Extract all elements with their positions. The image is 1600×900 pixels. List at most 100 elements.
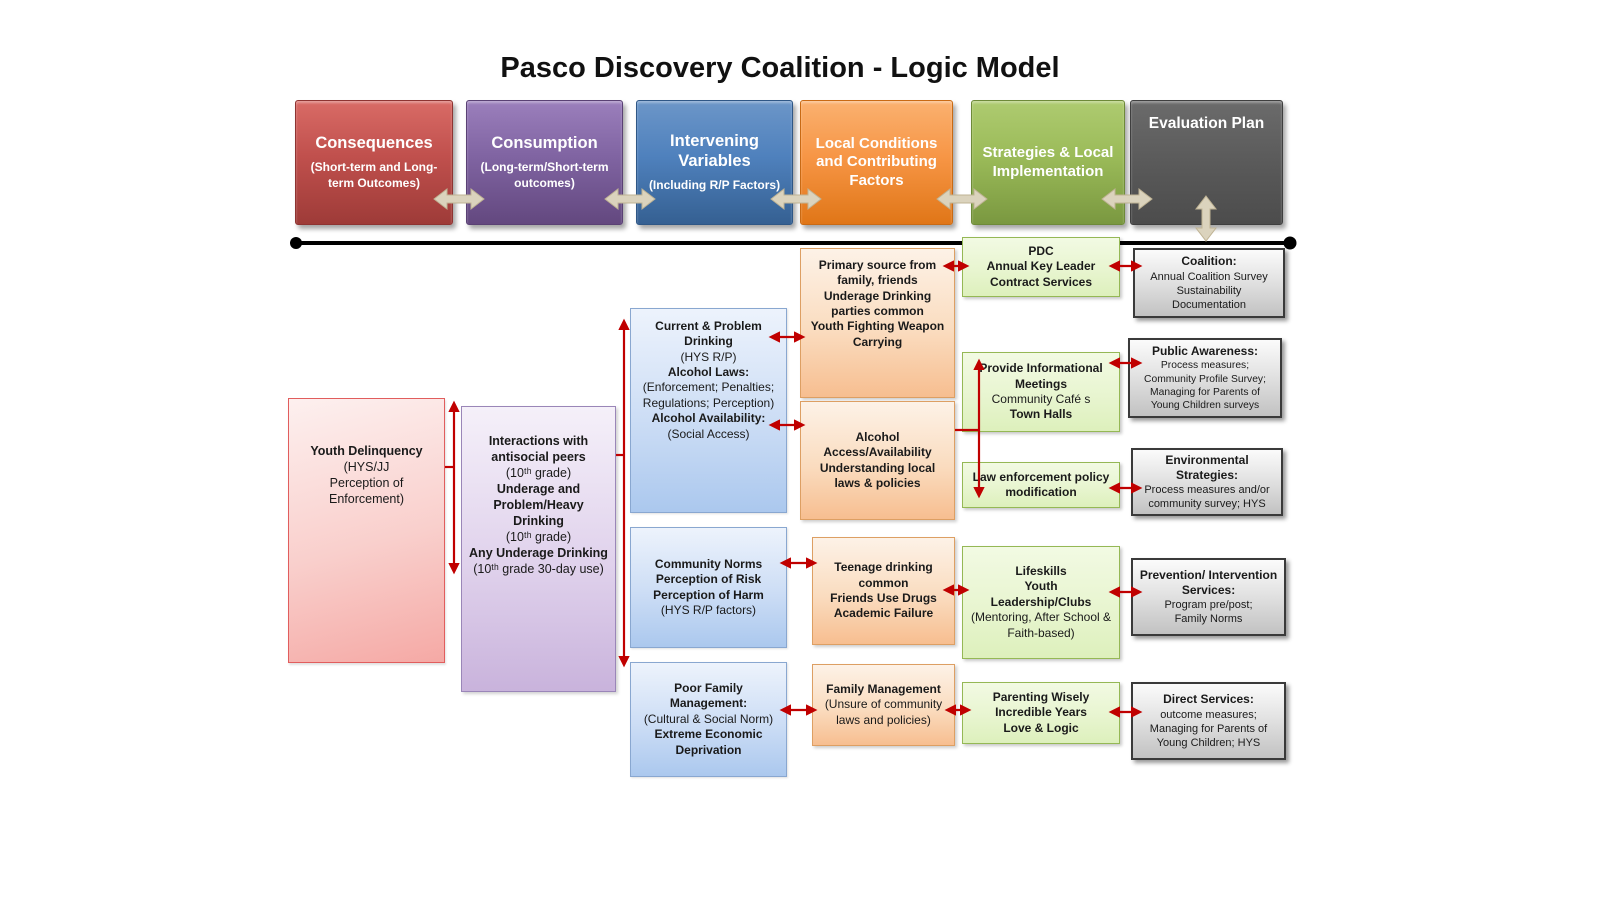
line: PDC <box>1028 243 1054 258</box>
box-primary-source: Primary source from family, friends Unde… <box>800 248 955 398</box>
box-coalition: Coalition: Annual Coalition Survey Susta… <box>1133 248 1285 318</box>
box-teenage-drinking: Teenage drinking common Friends Use Drug… <box>812 537 955 645</box>
line: Poor Family Management: <box>669 681 748 711</box>
line: Program pre/post; <box>1164 599 1253 612</box>
line: (HYS/JJ <box>343 460 390 474</box>
line: Annual Key Leader <box>986 259 1096 274</box>
line: Academic Failure <box>833 606 934 621</box>
line: Community Café s <box>991 392 1091 406</box>
box-antisocial-peers: Interactions with antisocial peers (10ᵗʰ… <box>461 406 616 692</box>
box-current-problem-drinking: Current & Problem Drinking (HYS R/P) Alc… <box>630 308 787 513</box>
line: Current & Problem Drinking <box>655 319 762 349</box>
box-community-norms: Community Norms Perception of Risk Perce… <box>630 527 787 648</box>
box-pdc: PDC Annual Key Leader Contract Services <box>962 237 1120 297</box>
line: (10ᵗʰ grade 30-day use) <box>473 562 604 576</box>
line: Environmental Strategies: <box>1165 452 1249 482</box>
line: Perception of <box>329 476 404 490</box>
line: Leadership/Clubs <box>990 594 1092 609</box>
box-family-management: Family Management (Unsure of community l… <box>812 664 955 746</box>
header-strategies: Strategies & Local Implementation <box>971 100 1125 225</box>
line: Underage and Problem/Heavy Drinking <box>493 482 584 528</box>
line: Youth Delinquency <box>310 444 423 458</box>
timeline-end-dot <box>1283 236 1297 250</box>
line: Perception of Harm <box>653 587 764 602</box>
box-direct-services: Direct Services: outcome measures; Manag… <box>1131 682 1286 760</box>
line: (10ᵗʰ grade) <box>505 530 572 544</box>
line: Alcohol Availability: <box>651 411 766 426</box>
line: Community Norms <box>654 556 763 571</box>
line: (Social Access) <box>667 426 750 441</box>
line: Incredible Years <box>995 705 1087 720</box>
line: Community Profile Survey; <box>1144 373 1266 385</box>
page-title: Pasco Discovery Coalition - Logic Model <box>500 52 1060 84</box>
header-subtitle: (Long-term/Short-term outcomes) <box>480 160 609 191</box>
line: (HYS R/P) <box>680 349 737 364</box>
line: Prevention/ Intervention Services: <box>1139 567 1278 597</box>
header-evaluation-plan: Evaluation Plan <box>1130 100 1283 225</box>
line: (HYS R/P factors) <box>660 602 757 617</box>
line: Alcohol Access/Availability <box>823 429 932 460</box>
box-lifeskills: Lifeskills Youth Leadership/Clubs (Mento… <box>962 546 1120 659</box>
line: Any Underage Drinking <box>469 546 608 560</box>
header-consequences: Consequences (Short-term and Long-term O… <box>295 100 453 225</box>
line: (Unsure of community laws and policies) <box>824 697 943 727</box>
line: Process measures; <box>1160 360 1250 372</box>
line: Managing for Parents of Young Children s… <box>1150 386 1260 411</box>
box-youth-delinquency: Youth Delinquency (HYS/JJ Perception of … <box>288 398 445 663</box>
header-title: Consumption <box>491 134 598 153</box>
line: Direct Services: <box>1163 692 1254 707</box>
line: Provide Informational Meetings <box>979 361 1103 391</box>
header-subtitle: (Short-term and Long-term Outcomes) <box>310 160 438 191</box>
box-law-enforcement: Law enforcement policy modification <box>962 462 1120 508</box>
line: Managing for Parents of Young Children; … <box>1149 722 1268 749</box>
box-public-awareness: Public Awareness: Process measures; Comm… <box>1128 338 1282 418</box>
line: Coalition: <box>1181 254 1237 269</box>
box-informational-meetings: Provide Informational Meetings Community… <box>962 352 1120 432</box>
line: Documentation <box>1172 298 1246 311</box>
line: (10ᵗʰ grade) <box>505 466 572 480</box>
line: Extreme Economic Deprivation <box>654 727 763 757</box>
line: Teenage drinking common <box>834 560 933 590</box>
line: Alcohol Laws: <box>667 365 750 380</box>
line: Process measures and/or community survey… <box>1144 484 1270 511</box>
line: outcome measures; <box>1160 708 1257 721</box>
line: Youth <box>1024 579 1058 594</box>
line: Town Halls <box>1009 407 1073 422</box>
line: Youth Fighting Weapon Carrying <box>810 319 945 349</box>
line: Love & Logic <box>1003 720 1079 735</box>
line: Sustainability <box>1176 284 1242 297</box>
header-title: Strategies & Local Implementation <box>982 144 1114 180</box>
box-alcohol-access: Alcohol Access/Availability Understandin… <box>800 401 955 520</box>
header-title: Consequences <box>315 134 433 153</box>
line: (Enforcement; Penalties; Regulations; Pe… <box>642 380 775 410</box>
line: Family Management <box>826 681 941 696</box>
line: Friends Use Drugs <box>830 591 937 605</box>
line: Lifeskills <box>1015 564 1067 579</box>
header-title: Local Conditions and Contributing Factor… <box>815 135 938 189</box>
line: Parenting Wisely <box>992 689 1090 704</box>
line: Enforcement) <box>328 492 405 506</box>
line: Contract Services <box>989 274 1093 289</box>
timeline-start-dot <box>290 237 302 249</box>
header-title: Intervening Variables <box>670 132 759 171</box>
line: Annual Coalition Survey <box>1150 270 1268 283</box>
line: Understanding local laws & policies <box>819 460 936 490</box>
line: Law enforcement policy modification <box>972 469 1110 499</box>
line: Public Awareness: <box>1151 343 1259 358</box>
header-local-conditions: Local Conditions and Contributing Factor… <box>800 100 953 225</box>
line: Underage Drinking parties common <box>823 288 932 319</box>
line: (Mentoring, After School & Faith-based) <box>970 610 1112 640</box>
header-subtitle: (Including R/P Factors) <box>648 178 781 193</box>
box-prevention-services: Prevention/ Intervention Services: Progr… <box>1131 558 1286 636</box>
box-environmental-strategies: Environmental Strategies: Process measur… <box>1131 448 1283 516</box>
line: (Cultural & Social Norm) <box>643 711 774 726</box>
line: Primary source from family, friends <box>818 258 937 288</box>
line: Perception of Risk <box>655 572 762 587</box>
header-consumption: Consumption (Long-term/Short-term outcom… <box>466 100 623 225</box>
line: Interactions with antisocial peers <box>488 434 589 464</box>
box-poor-family-management: Poor Family Management: (Cultural & Soci… <box>630 662 787 777</box>
header-intervening-variables: Intervening Variables (Including R/P Fac… <box>636 100 793 225</box>
box-parenting: Parenting Wisely Incredible Years Love &… <box>962 682 1120 744</box>
header-title: Evaluation Plan <box>1148 115 1265 132</box>
